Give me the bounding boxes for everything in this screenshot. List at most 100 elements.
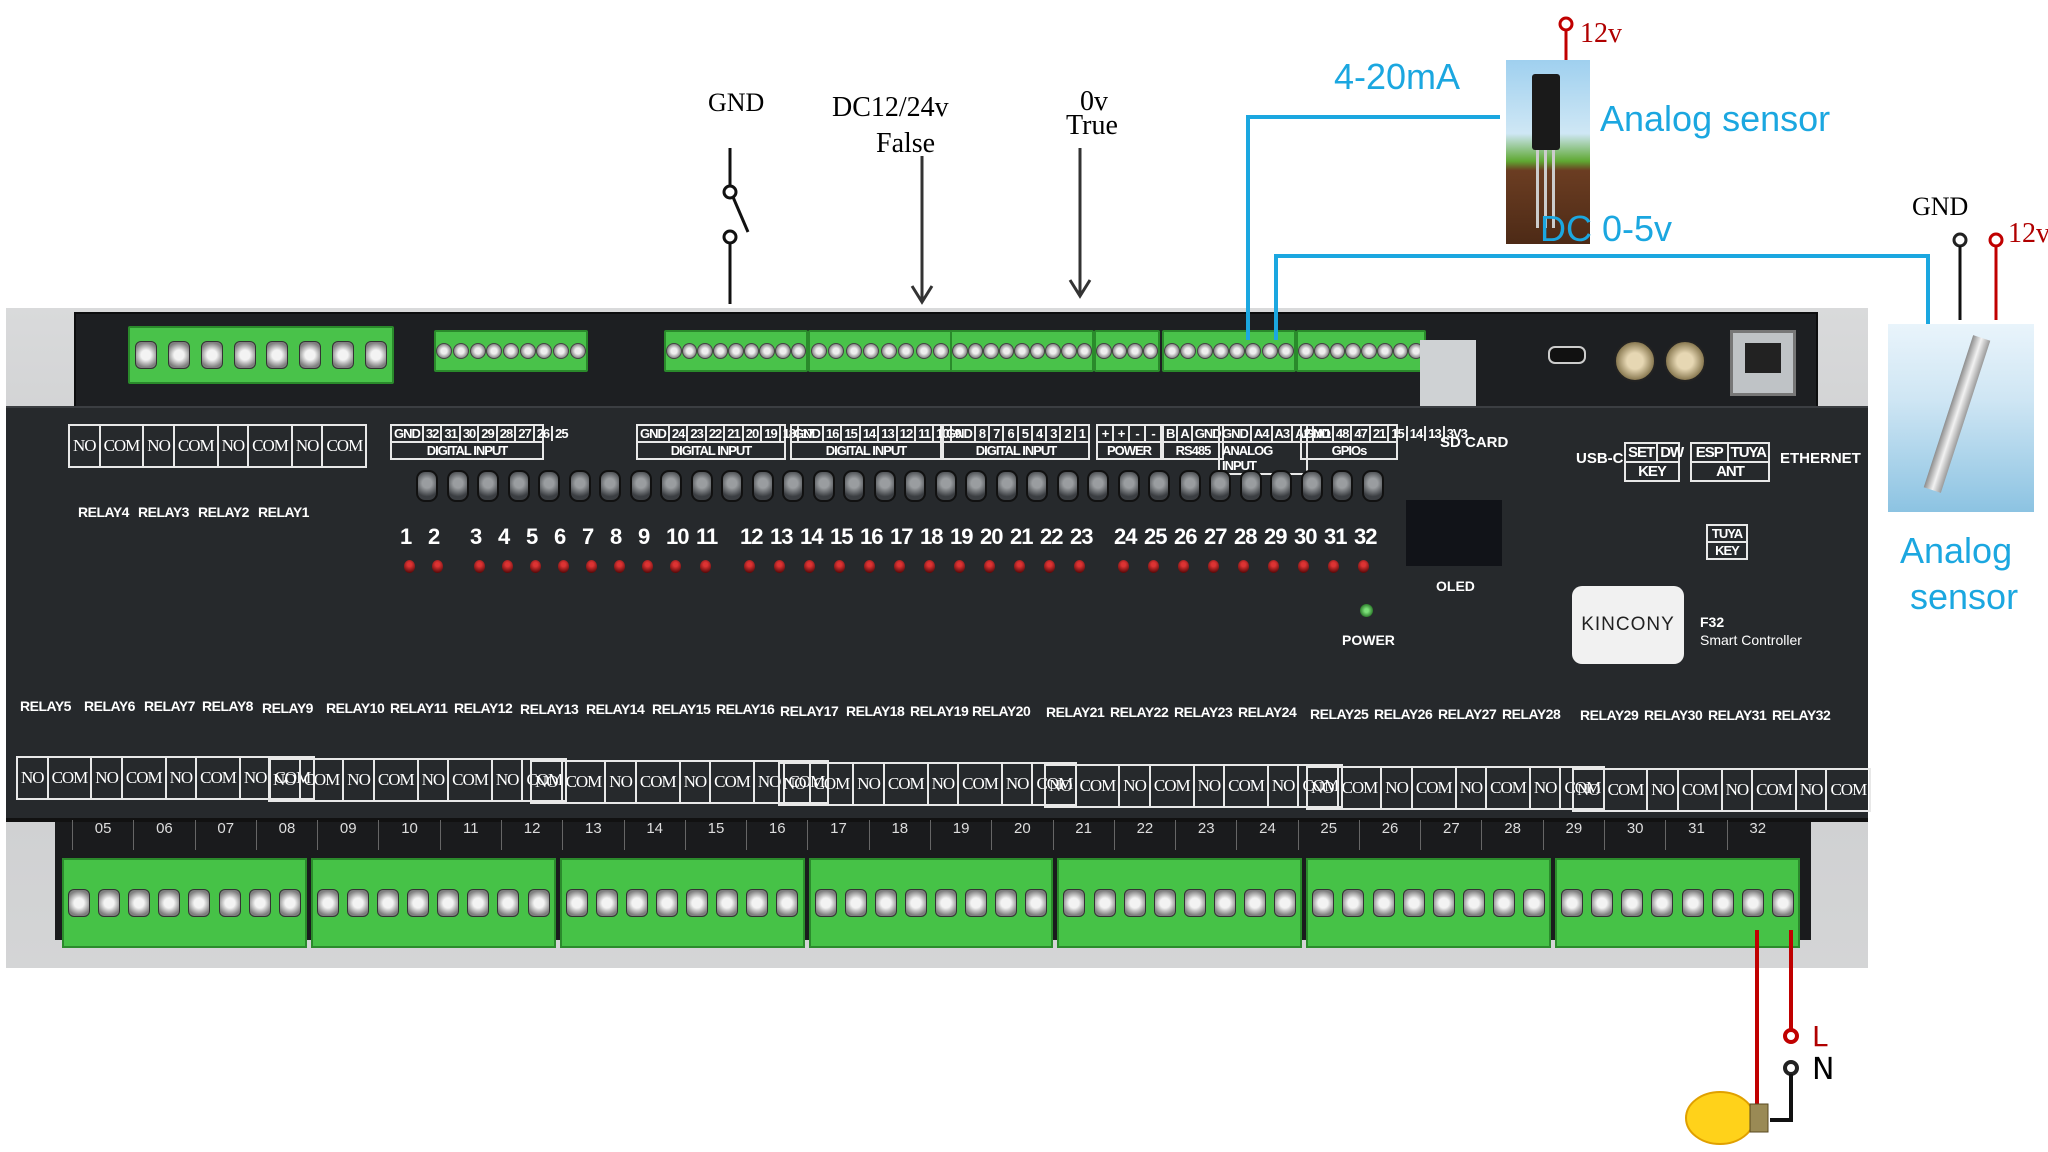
terminal-screw[interactable]	[1741, 889, 1764, 917]
terminal-screw[interactable]	[536, 343, 553, 359]
input-toggle-switch[interactable]	[1056, 470, 1079, 502]
terminal-screw[interactable]	[1591, 889, 1614, 917]
terminal-screw[interactable]	[933, 343, 950, 359]
terminal-screw[interactable]	[278, 889, 301, 917]
terminal-screw[interactable]	[1462, 889, 1485, 917]
input-toggle-switch[interactable]	[416, 470, 438, 502]
terminal-screw[interactable]	[1298, 343, 1314, 359]
terminal-screw[interactable]	[135, 341, 158, 369]
terminal-screw[interactable]	[1313, 343, 1330, 359]
terminal-screw[interactable]	[952, 343, 968, 359]
terminal-screw[interactable]	[266, 341, 289, 369]
terminal-screw[interactable]	[1153, 889, 1176, 917]
terminal-screw[interactable]	[728, 343, 744, 359]
terminal-screw[interactable]	[904, 889, 927, 917]
input-toggle-switch[interactable]	[1361, 470, 1384, 502]
terminal-screw[interactable]	[168, 341, 191, 369]
terminal-screw[interactable]	[1060, 343, 1077, 359]
terminal-screw[interactable]	[1376, 343, 1393, 359]
terminal-screw[interactable]	[1183, 889, 1206, 917]
terminal-screw[interactable]	[625, 889, 648, 917]
terminal-screw[interactable]	[200, 341, 223, 369]
terminal-screw[interactable]	[814, 889, 837, 917]
terminal-screw[interactable]	[569, 343, 586, 359]
terminal-screw[interactable]	[1329, 343, 1346, 359]
terminal-screw[interactable]	[995, 889, 1018, 917]
input-toggle-switch[interactable]	[843, 470, 865, 502]
terminal-screw[interactable]	[218, 889, 241, 917]
terminal-screw[interactable]	[1651, 889, 1674, 917]
terminal-screw[interactable]	[810, 343, 827, 359]
input-toggle-switch[interactable]	[1117, 470, 1140, 502]
terminal-screw[interactable]	[347, 889, 369, 917]
terminal-screw[interactable]	[967, 343, 984, 359]
terminal-screw[interactable]	[1213, 889, 1236, 917]
terminal-screw[interactable]	[68, 889, 91, 917]
terminal-screw[interactable]	[1274, 889, 1297, 917]
terminal-screw[interactable]	[681, 343, 698, 359]
terminal-screw[interactable]	[527, 889, 550, 917]
input-toggle-switch[interactable]	[1026, 470, 1048, 502]
input-toggle-switch[interactable]	[1331, 470, 1353, 502]
terminal-screw[interactable]	[1345, 343, 1361, 359]
terminal-screw[interactable]	[845, 343, 862, 359]
terminal-screw[interactable]	[248, 889, 271, 917]
terminal-screw[interactable]	[1711, 889, 1734, 917]
terminal-screw[interactable]	[1372, 889, 1395, 917]
terminal-screw[interactable]	[1229, 343, 1246, 359]
terminal-screw[interactable]	[552, 343, 569, 359]
terminal-screw[interactable]	[1127, 343, 1143, 359]
input-toggle-switch[interactable]	[782, 470, 804, 502]
terminal-screw[interactable]	[1523, 889, 1545, 917]
terminal-screw[interactable]	[998, 343, 1015, 359]
terminal-screw[interactable]	[935, 889, 957, 917]
input-toggle-switch[interactable]	[1270, 470, 1292, 502]
terminal-screw[interactable]	[656, 889, 679, 917]
terminal-screw[interactable]	[436, 343, 453, 359]
terminal-screw[interactable]	[1402, 889, 1425, 917]
terminal-screw[interactable]	[1180, 343, 1197, 359]
terminal-screw[interactable]	[1025, 889, 1048, 917]
terminal-screw[interactable]	[1561, 889, 1584, 917]
terminal-screw[interactable]	[486, 343, 503, 359]
input-toggle-switch[interactable]	[660, 470, 682, 502]
terminal-screw[interactable]	[1196, 343, 1213, 359]
terminal-screw[interactable]	[565, 889, 588, 917]
terminal-screw[interactable]	[502, 343, 519, 359]
terminal-screw[interactable]	[437, 889, 460, 917]
terminal-screw[interactable]	[233, 341, 256, 369]
terminal-screw[interactable]	[898, 343, 915, 359]
terminal-screw[interactable]	[364, 341, 387, 369]
terminal-screw[interactable]	[1245, 343, 1262, 359]
terminal-screw[interactable]	[880, 343, 897, 359]
terminal-screw[interactable]	[1123, 889, 1146, 917]
terminal-screw[interactable]	[469, 343, 486, 359]
tuya-key-box[interactable]: TUYA KEY	[1706, 524, 1748, 560]
terminal-screw[interactable]	[1312, 889, 1335, 917]
terminal-screw[interactable]	[874, 889, 897, 917]
terminal-screw[interactable]	[1142, 343, 1158, 359]
terminal-screw[interactable]	[1681, 889, 1704, 917]
input-toggle-switch[interactable]	[1239, 470, 1262, 502]
input-toggle-switch[interactable]	[1087, 470, 1109, 502]
terminal-screw[interactable]	[158, 889, 181, 917]
terminal-screw[interactable]	[1164, 343, 1181, 359]
input-toggle-switch[interactable]	[568, 470, 591, 502]
terminal-screw[interactable]	[1432, 889, 1455, 917]
terminal-screw[interactable]	[915, 343, 932, 359]
terminal-screw[interactable]	[697, 343, 713, 359]
terminal-screw[interactable]	[844, 889, 867, 917]
terminal-screw[interactable]	[965, 889, 988, 917]
terminal-screw[interactable]	[1361, 343, 1377, 359]
input-toggle-switch[interactable]	[934, 470, 957, 502]
input-toggle-switch[interactable]	[446, 470, 469, 502]
terminal-screw[interactable]	[452, 343, 469, 359]
terminal-screw[interactable]	[776, 889, 799, 917]
terminal-screw[interactable]	[983, 343, 999, 359]
input-toggle-switch[interactable]	[690, 470, 713, 502]
terminal-screw[interactable]	[716, 889, 739, 917]
terminal-screw[interactable]	[1277, 343, 1294, 359]
terminal-screw[interactable]	[828, 343, 845, 359]
input-toggle-switch[interactable]	[812, 470, 835, 502]
input-toggle-switch[interactable]	[538, 470, 560, 502]
